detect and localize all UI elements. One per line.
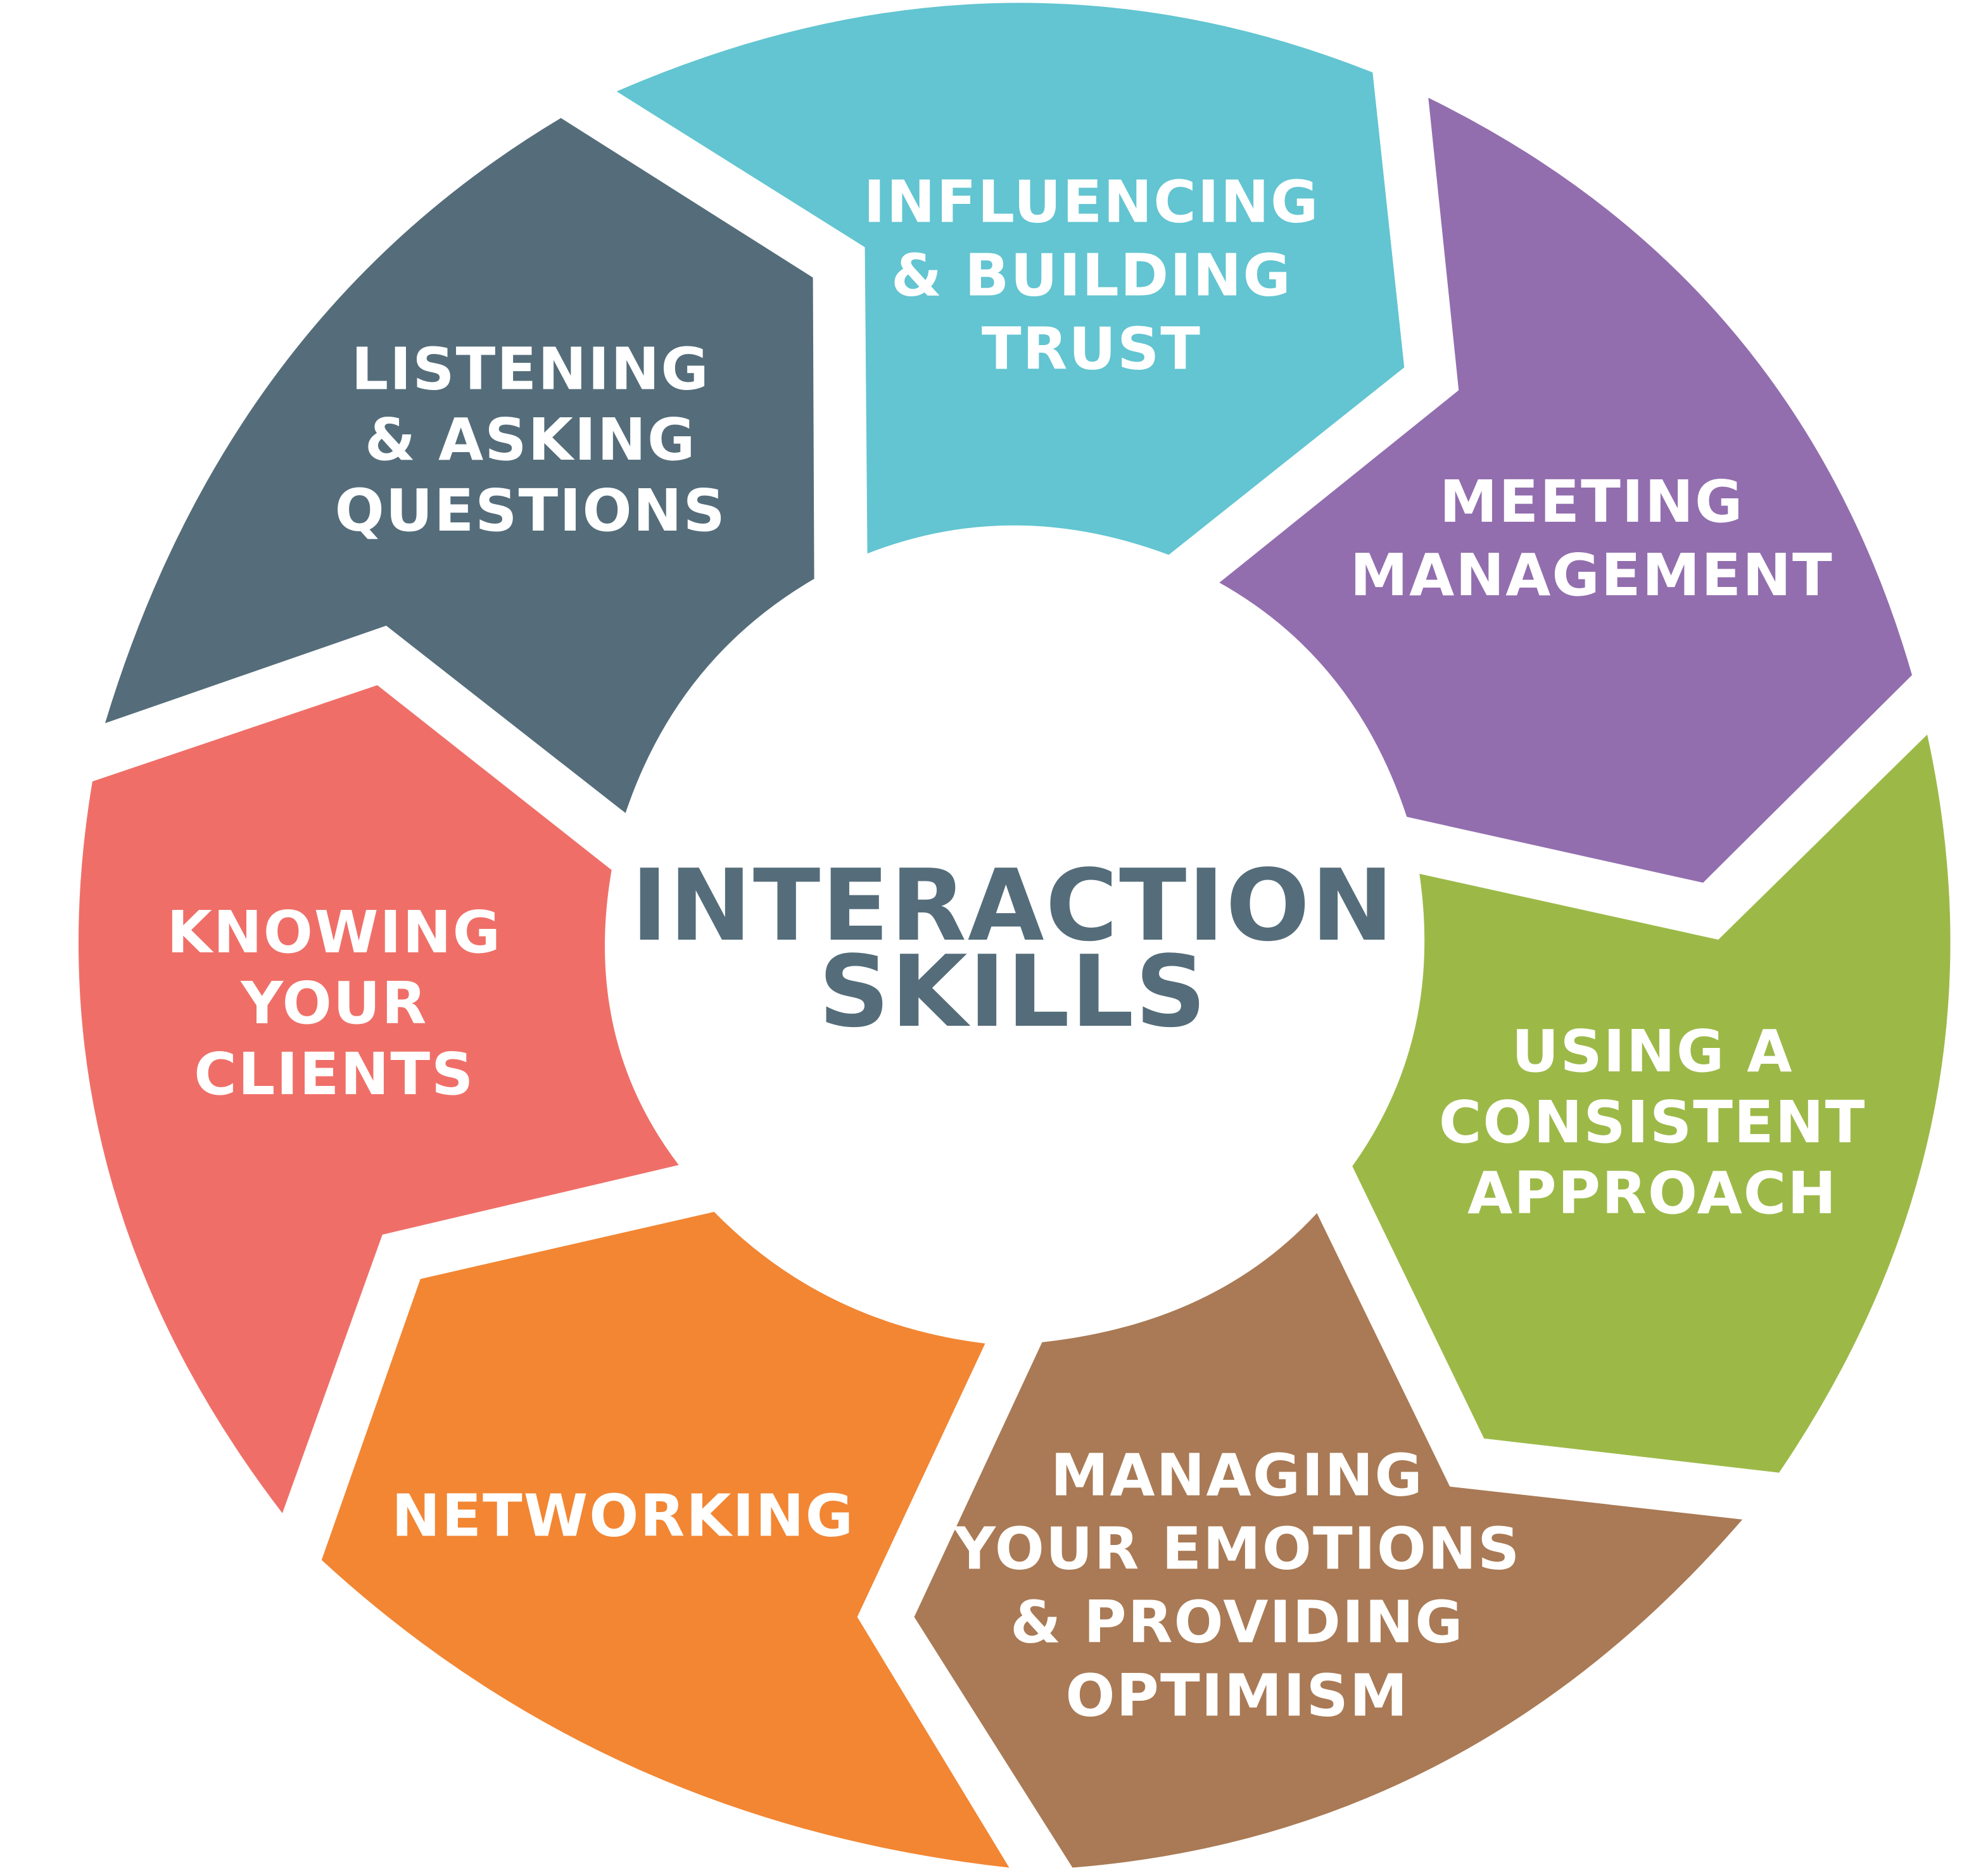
segment-label-knowing-clients-line-2: YOUR <box>240 969 427 1037</box>
segment-shape-knowing-clients <box>79 685 679 1513</box>
segment-label-managing-emotions-line-2: YOUR EMOTIONS <box>953 1515 1521 1583</box>
segment-shape-managing-emotions <box>914 1213 1743 1868</box>
segment-label-managing-emotions-line-4: OPTIMISM <box>1065 1662 1409 1730</box>
segment-label-influencing-line-3: TRUST <box>982 315 1201 382</box>
segment-label-influencing-line-1: INFLUENCING <box>863 168 1319 236</box>
segment-label-managing-emotions-line-1: MANAGING <box>1051 1442 1424 1510</box>
center-title-line-1: INTERACTION <box>631 848 1395 963</box>
segment-label-consistent-approach-line-1: USING A <box>1512 1018 1794 1085</box>
segment-label-listening-line-2: & ASKING <box>365 406 697 474</box>
segment-shape-listening <box>104 118 814 814</box>
segment-shape-consistent-approach <box>1352 735 1951 1473</box>
center-hub: INTERACTION SKILLS <box>631 848 1395 1049</box>
segment-shape-influencing <box>616 3 1405 555</box>
segment-label-meeting-management-line-2: MANAGEMENT <box>1350 541 1833 609</box>
segment-label-listening-line-1: LISTENING <box>351 335 710 403</box>
segment-shape-meeting-management <box>1219 98 1913 883</box>
segment-label-meeting-management-line-1: MEETING <box>1440 468 1744 536</box>
segment-label-knowing-clients-line-1: KNOWING <box>167 899 502 966</box>
segment-networking: NETWORKING <box>321 1211 1010 1868</box>
segment-label-influencing-line-2: & BUILDING <box>891 241 1292 309</box>
segment-label-managing-emotions-line-3: & PROVIDING <box>1010 1589 1464 1656</box>
segment-shape-networking <box>321 1211 1010 1868</box>
segment-label-listening-line-3: QUESTIONS <box>335 477 726 545</box>
segment-label-knowing-clients-line-3: CLIENTS <box>194 1040 474 1108</box>
segment-label-consistent-approach-line-3: APPROACH <box>1467 1159 1837 1227</box>
segments-layer: INFLUENCING& BUILDINGTRUSTMEETINGMANAGEM… <box>79 3 1951 1868</box>
center-title-line-2: SKILLS <box>818 934 1207 1049</box>
segment-label-networking-line-1: NETWORKING <box>391 1482 854 1550</box>
segment-label-consistent-approach-line-2: CONSISTENT <box>1439 1088 1866 1156</box>
